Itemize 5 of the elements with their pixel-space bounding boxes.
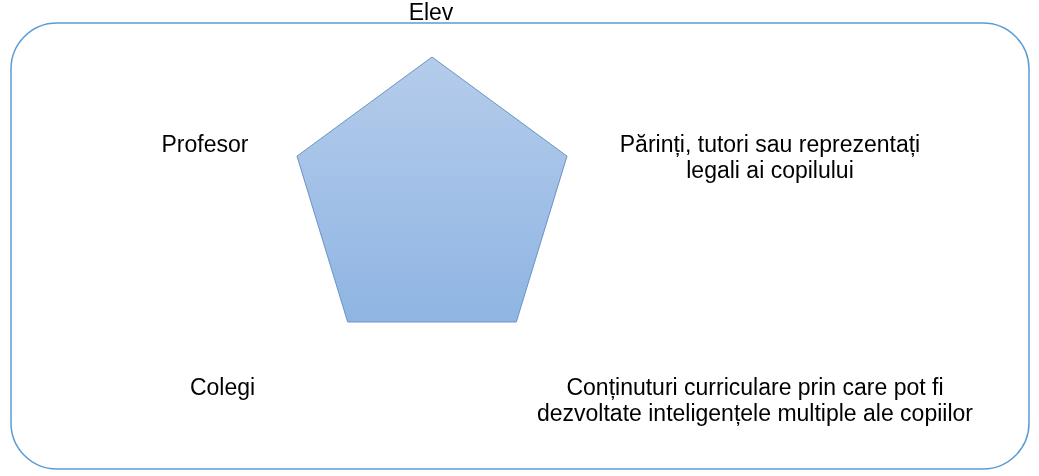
text-label: Profesor — [160, 131, 250, 157]
text-label: Conținuturi curriculare prin care pot fi dezvoltate inteligențele multiple ale copiilor — [536, 374, 974, 426]
text-label: Elev — [407, 0, 455, 25]
text-label: Colegi — [188, 374, 257, 400]
text-label: Părinți, tutori sau reprezentați legali ai copilului — [618, 131, 922, 183]
